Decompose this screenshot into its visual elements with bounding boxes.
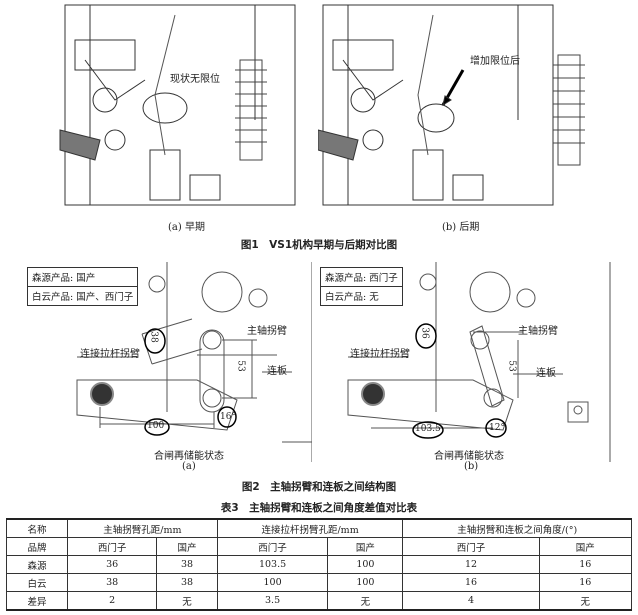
cell: 103.5 xyxy=(216,555,329,574)
cell: 38 xyxy=(66,573,158,592)
cell: 16 xyxy=(402,573,540,592)
table-header-row: 名称 主轴拐臂孔距/mm 连接拉杆拐臂孔距/mm 主轴拐臂和连板之间角度/(°) xyxy=(6,518,632,538)
cell: 36 xyxy=(66,555,158,574)
cell: 无 xyxy=(538,591,633,611)
header-cell: 国产 xyxy=(327,537,404,556)
header-cell: 主轴拐臂孔距/mm xyxy=(67,518,218,538)
header-cell: 西门子 xyxy=(216,537,329,556)
angle: 16° xyxy=(220,412,236,422)
cell: 16 xyxy=(538,573,633,592)
label-rod-arm: 连接拉杆拐臂 xyxy=(80,349,140,360)
fig1-annotation-a: 现状无限位 xyxy=(170,74,220,85)
legend-box-a: 森源产品: 国产 白云产品: 国产、西门子 xyxy=(27,267,139,306)
cell: 4 xyxy=(402,591,540,611)
figure1-caption: 图1 VS1机构早期与后期对比图 xyxy=(240,239,398,251)
label-plate: 连板 xyxy=(536,368,556,379)
cell: 100 xyxy=(327,555,404,574)
sub-label: (a) xyxy=(182,461,196,472)
cell: 无 xyxy=(327,591,404,611)
cell: 16 xyxy=(538,555,633,574)
table-header-row: 品牌 西门子 国产 西门子 国产 西门子 国产 xyxy=(6,537,633,556)
dim-rod: 103.5 xyxy=(415,424,441,434)
header-cell: 品牌 xyxy=(6,537,68,556)
label-rod-arm: 连接拉杆拐臂 xyxy=(350,349,410,360)
cell: 差异 xyxy=(6,591,68,611)
cell: 38 xyxy=(156,555,218,574)
figure1-panel-a-drawing xyxy=(59,4,296,206)
figure2-caption: 图2 主轴拐臂和连板之间结构图 xyxy=(241,481,397,493)
header-cell: 西门子 xyxy=(66,537,158,556)
header-cell: 名称 xyxy=(6,518,68,538)
figure2-panel-a: 森源产品: 国产 白云产品: 国产、西门子 38 53 100 16° 主轴拐臂… xyxy=(22,262,312,472)
cell: 白云 xyxy=(6,573,68,592)
figure2-panel-b-drawing xyxy=(347,262,611,462)
dim-rod: 100 xyxy=(147,421,165,431)
figure2-panel-a-drawing xyxy=(76,262,312,462)
table3: 名称 主轴拐臂孔距/mm 连接拉杆拐臂孔距/mm 主轴拐臂和连板之间角度/(°)… xyxy=(6,518,633,611)
header-cell: 国产 xyxy=(538,537,633,556)
cell: 2 xyxy=(66,591,158,611)
table3-title: 表3 主轴拐臂和连板之间角度差值对比表 xyxy=(220,502,418,514)
label-main-arm: 主轴拐臂 xyxy=(247,326,287,337)
cell: 3.5 xyxy=(216,591,329,611)
legend-line: 森源产品: 西门子 xyxy=(321,268,402,287)
figure1-panel-b-drawing xyxy=(318,4,585,206)
cell: 100 xyxy=(327,573,404,592)
legend-line: 白云产品: 国产、西门子 xyxy=(32,292,134,303)
sub-label: (b) xyxy=(464,461,479,472)
legend-line: 森源产品: 国产 xyxy=(28,268,138,287)
header-cell: 主轴拐臂和连板之间角度/(°) xyxy=(402,518,632,538)
state-label: 合闸再储能状态 xyxy=(434,451,504,462)
cell: 森源 xyxy=(6,555,68,574)
angle: 12° xyxy=(489,423,505,433)
cell: 38 xyxy=(156,573,218,592)
cell: 12 xyxy=(402,555,540,574)
header-cell: 连接拉杆拐臂孔距/mm xyxy=(216,518,404,538)
dim-arm: 36 xyxy=(419,327,430,339)
label-main-arm: 主轴拐臂 xyxy=(518,326,558,337)
dim-arm: 38 xyxy=(148,331,159,343)
label-plate: 连板 xyxy=(267,366,287,377)
cell: 无 xyxy=(156,591,218,611)
fig1-panel-a-label: (a) 早期 xyxy=(168,222,205,233)
fig1-annotation-b: 增加限位后 xyxy=(470,56,520,67)
legend-line: 白云产品: 无 xyxy=(325,292,379,303)
header-cell: 国产 xyxy=(156,537,218,556)
dim-link: 53 xyxy=(506,360,517,372)
legend-box-b: 森源产品: 西门子 白云产品: 无 xyxy=(320,267,403,306)
cell: 100 xyxy=(216,573,329,592)
fig1-panel-b-label: (b) 后期 xyxy=(442,222,480,233)
figure2-panel-b: 森源产品: 西门子 白云产品: 无 36 53 103.5 12° 主轴拐臂 连… xyxy=(318,262,618,472)
dim-link: 53 xyxy=(235,360,246,372)
state-label: 合闸再储能状态 xyxy=(154,451,224,462)
header-cell: 西门子 xyxy=(402,537,540,556)
